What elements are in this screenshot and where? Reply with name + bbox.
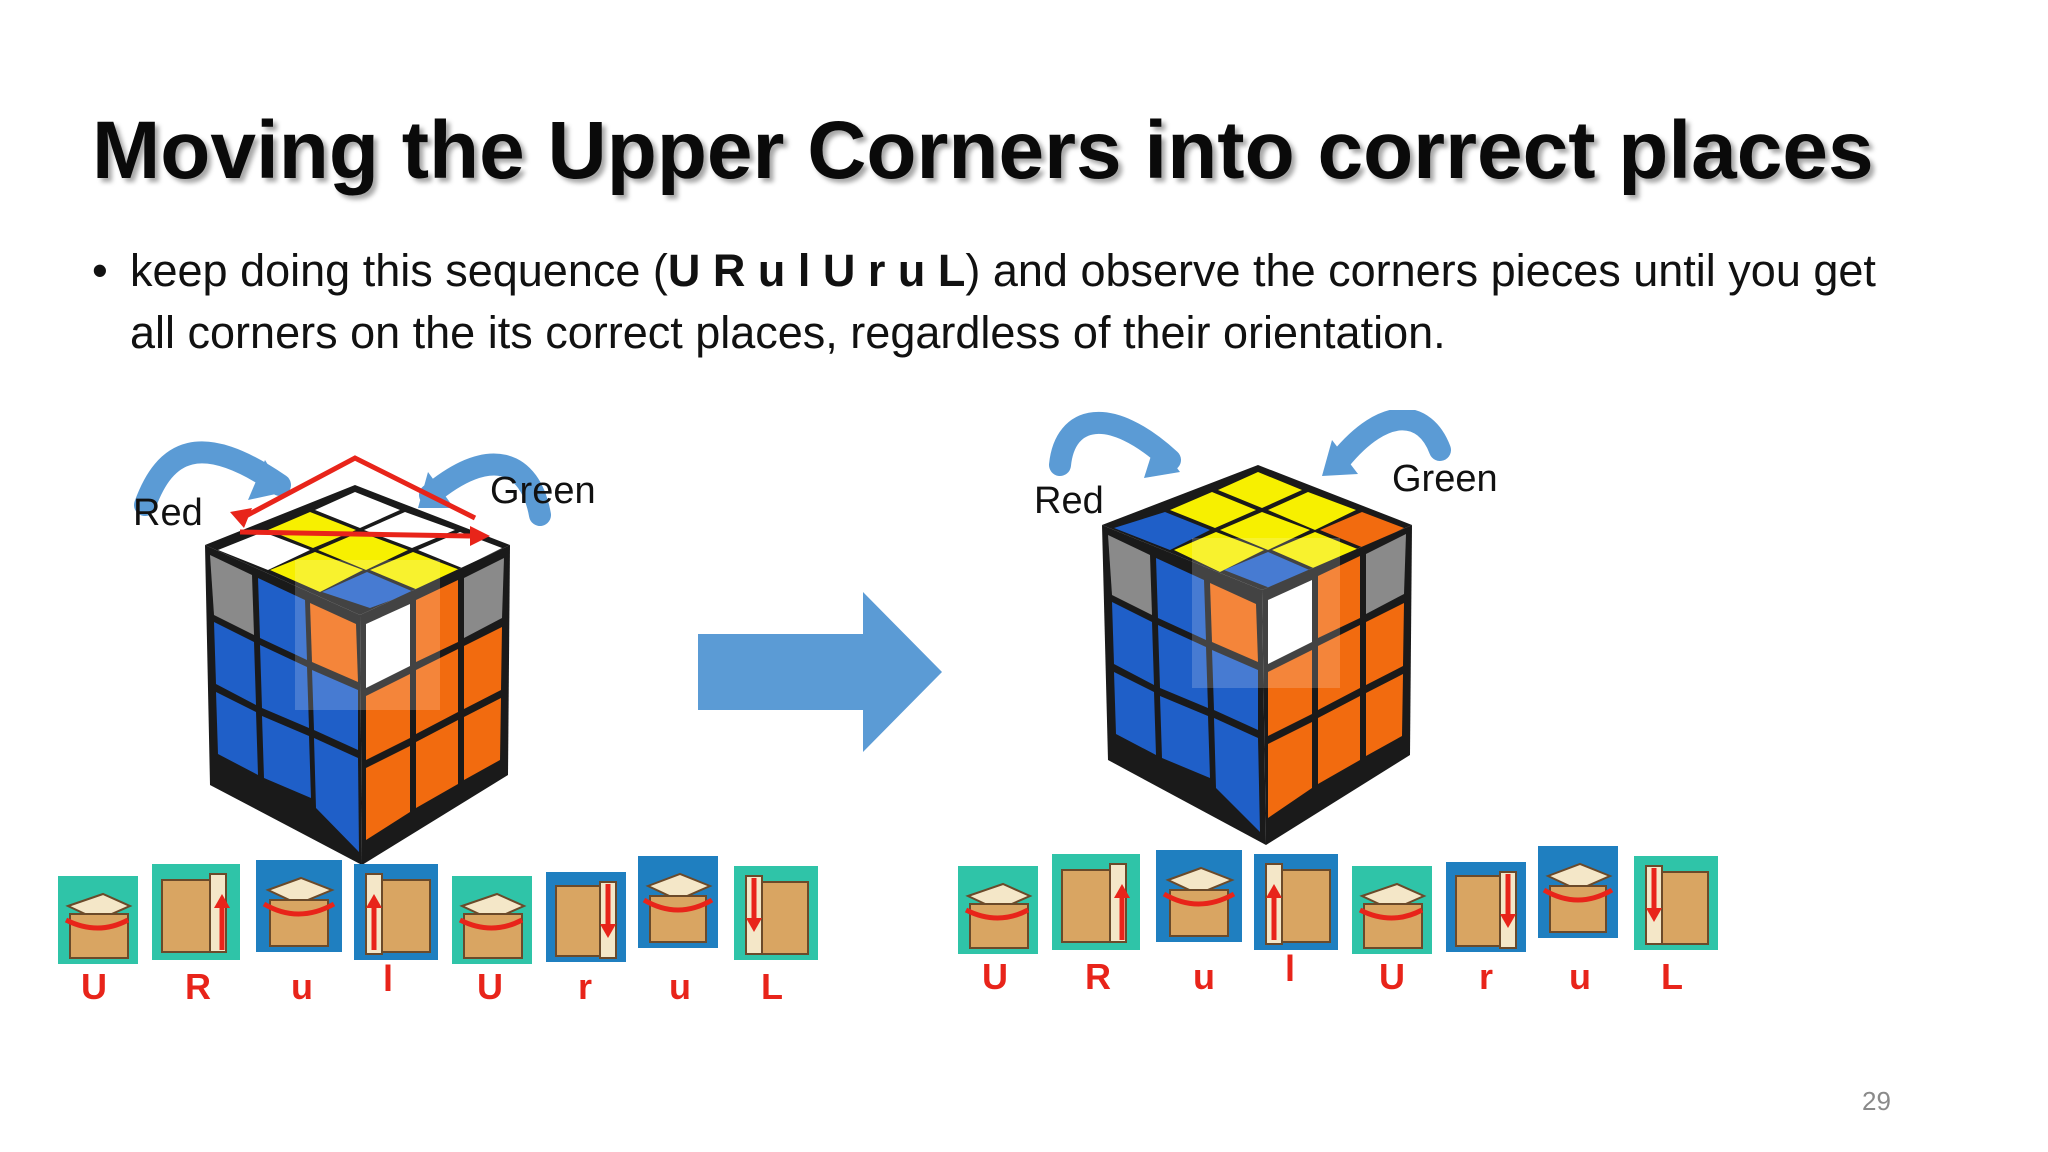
bullet-text-pre: keep doing this sequence ( [130, 245, 668, 296]
right-red-arrowhead-icon [1144, 440, 1180, 478]
left-green-arrowhead-icon [418, 472, 454, 508]
left-move-label: U [81, 966, 107, 1007]
move-icon [638, 856, 718, 948]
left-green-label: Green [490, 470, 596, 512]
left-red-label: Red [133, 492, 203, 534]
move-icon [452, 876, 532, 964]
right-move-label: L [1661, 956, 1683, 997]
bullet-text-post: ) and observe the corners pieces until y… [130, 245, 1876, 358]
left-move-label: u [669, 966, 691, 1007]
left-move-label: R [185, 966, 211, 1007]
left-move-label: L [761, 966, 783, 1007]
slide-title: Moving the Upper Corners into correct pl… [92, 105, 1874, 196]
left-red-arrowhead-icon [248, 460, 285, 500]
right-red-arrow-icon [1049, 412, 1181, 476]
move-icon [58, 876, 138, 964]
left-corner-path-icon [240, 455, 477, 521]
move-icon [1352, 866, 1432, 954]
right-red-label: Red [1034, 480, 1104, 522]
left-move-label: r [577, 966, 592, 1007]
left-cube-diagram [134, 441, 551, 865]
left-move-label: U [477, 966, 503, 1007]
left-move-label: u [291, 966, 313, 1007]
right-move-label: r [1478, 956, 1493, 997]
move-icon [256, 860, 342, 952]
left-red-arrow-icon [134, 441, 291, 516]
bullet-text: keep doing this sequence (U R u l U r u … [130, 240, 1930, 364]
right-cube-diagram [1049, 410, 1451, 845]
right-move-label: l [1284, 948, 1295, 989]
move-icon [1538, 846, 1618, 938]
move-icon [546, 872, 626, 962]
right-move-label: R [1085, 956, 1111, 997]
transition-arrow-icon [698, 592, 942, 752]
move-icon [734, 866, 818, 960]
right-green-arrowhead-icon [1322, 440, 1358, 476]
move-icon [1254, 854, 1338, 950]
move-icon [354, 864, 438, 960]
move-icon [958, 866, 1038, 954]
right-move-label: U [1379, 956, 1405, 997]
bullet-dot: • [92, 245, 108, 296]
move-icon [1052, 854, 1140, 950]
right-move-label: u [1193, 956, 1215, 997]
page-number: 29 [1862, 1086, 1891, 1116]
right-move-label: u [1569, 956, 1591, 997]
right-move-label: U [982, 956, 1008, 997]
left-move-label: l [382, 958, 393, 999]
left-green-arrow-icon [419, 453, 551, 526]
right-green-label: Green [1392, 458, 1498, 500]
move-icon [152, 864, 240, 960]
move-icon [1156, 850, 1242, 942]
bullet-sequence: U R u l U r u L [667, 245, 966, 296]
move-icon [1446, 862, 1526, 952]
move-icon [1634, 856, 1718, 950]
right-green-arrow-icon [1329, 410, 1451, 471]
